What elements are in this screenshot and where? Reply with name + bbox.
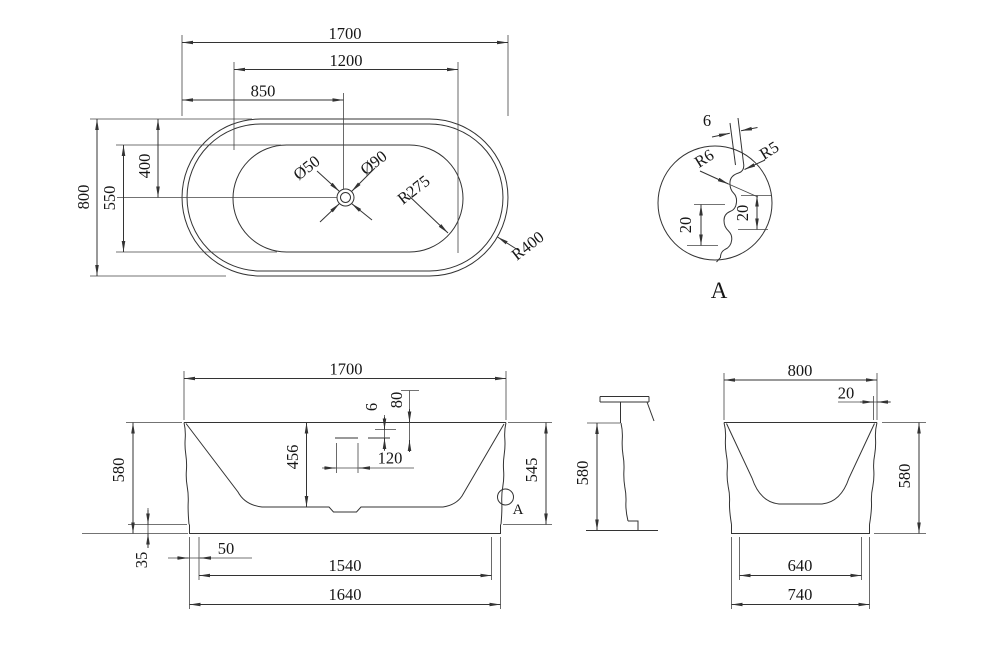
side-right-wall bbox=[869, 422, 878, 525]
svg-text:1200: 1200 bbox=[330, 51, 363, 70]
profile-rim-cap bbox=[599, 396, 650, 403]
svg-text:A: A bbox=[513, 502, 524, 518]
dim-inner-radius: R275 bbox=[394, 171, 434, 208]
side-left-wall bbox=[723, 422, 732, 525]
dim-side-height: 545 bbox=[522, 422, 548, 525]
dim-lower-length: 20 bbox=[733, 195, 771, 230]
dim-base-inner-length: 1540 bbox=[199, 556, 492, 578]
svg-text:456: 456 bbox=[283, 445, 302, 470]
svg-text:35: 35 bbox=[132, 552, 151, 569]
svg-text:800: 800 bbox=[788, 361, 813, 380]
dim-inner-edge-radius: R6 bbox=[691, 145, 759, 198]
svg-text:580: 580 bbox=[109, 458, 128, 483]
dim-slot-width: 6 bbox=[362, 403, 387, 451]
dim-rim-edge: 20 bbox=[838, 384, 891, 404]
svg-text:640: 640 bbox=[788, 556, 813, 575]
dim-overall-length: 1700 bbox=[182, 24, 508, 45]
front-right-wall bbox=[500, 422, 507, 525]
svg-text:1640: 1640 bbox=[329, 585, 362, 604]
svg-text:20: 20 bbox=[838, 384, 855, 403]
dim-drain-offset: 850 bbox=[182, 82, 344, 102]
tub-inner-rim-outline bbox=[186, 123, 504, 272]
dim-front-overall-length: 1700 bbox=[184, 360, 506, 381]
svg-text:6: 6 bbox=[362, 403, 381, 411]
front-view: 1700 80 6 456 120 580 bbox=[82, 360, 552, 609]
dim-front-overall-height: 580 bbox=[109, 422, 135, 534]
side-profile: 580 bbox=[573, 396, 658, 531]
dim-overflow-height: 80 bbox=[387, 390, 412, 452]
svg-text:R6: R6 bbox=[691, 145, 717, 171]
side-base-outline bbox=[731, 524, 870, 534]
detail-label: A bbox=[711, 278, 728, 303]
dim-slot-length: 120 bbox=[322, 449, 414, 470]
dim-inner-width: 550 bbox=[100, 145, 126, 252]
front-left-wall bbox=[183, 422, 190, 525]
dim-side-overall-width: 800 bbox=[724, 361, 877, 382]
dim-overall-width: 800 bbox=[74, 119, 99, 276]
dim-upper-length: 20 bbox=[676, 204, 725, 246]
tub-outer-rim-outline bbox=[181, 118, 509, 277]
plan-view: Ø50 Ø90 R275 R400 1700 1200 850 bbox=[74, 24, 548, 277]
dim-base-inner-width: 640 bbox=[739, 556, 862, 578]
dim-side-height-right: 580 bbox=[895, 422, 921, 534]
svg-text:80: 80 bbox=[387, 392, 406, 409]
dim-wall-thickness: 6 bbox=[703, 111, 758, 138]
profile-wall bbox=[620, 422, 629, 522]
dim-outer-edge-radius: R5 bbox=[744, 137, 782, 170]
wall-break-line bbox=[716, 162, 745, 263]
svg-text:1700: 1700 bbox=[329, 24, 362, 43]
detail-callout-marker: A bbox=[497, 488, 524, 518]
svg-text:545: 545 bbox=[522, 458, 541, 483]
side-view: 800 20 580 640 740 bbox=[723, 361, 926, 609]
svg-text:580: 580 bbox=[895, 464, 914, 489]
front-interior-outline bbox=[185, 423, 505, 513]
svg-text:R5: R5 bbox=[756, 137, 782, 163]
svg-text:740: 740 bbox=[788, 585, 813, 604]
svg-text:6: 6 bbox=[703, 111, 711, 130]
dim-center-offset: 400 bbox=[135, 119, 160, 198]
svg-text:1700: 1700 bbox=[330, 360, 363, 379]
dim-base-wall: 50 bbox=[168, 539, 252, 560]
svg-text:120: 120 bbox=[378, 449, 403, 468]
svg-text:400: 400 bbox=[135, 154, 154, 179]
svg-text:20: 20 bbox=[676, 217, 695, 234]
dim-drain-diameter: Ø50 bbox=[290, 151, 324, 183]
dim-base-outer-length: 1640 bbox=[189, 585, 501, 607]
detail-boundary-circle bbox=[657, 145, 773, 261]
svg-text:1540: 1540 bbox=[329, 556, 362, 575]
dim-base-outer-width: 740 bbox=[731, 585, 870, 607]
dim-profile-height: 580 bbox=[573, 423, 599, 531]
svg-text:50: 50 bbox=[218, 539, 235, 558]
svg-text:20: 20 bbox=[733, 205, 752, 222]
dim-inner-depth: 456 bbox=[283, 422, 309, 507]
dim-overflow-diameter: Ø90 bbox=[357, 146, 391, 178]
dim-inner-length: 1200 bbox=[234, 51, 458, 72]
svg-text:800: 800 bbox=[74, 185, 93, 210]
svg-text:850: 850 bbox=[251, 82, 276, 101]
svg-text:580: 580 bbox=[573, 461, 592, 486]
tub-basin-outline bbox=[232, 144, 464, 253]
dim-outer-radius: R400 bbox=[508, 227, 548, 264]
dim-base-height: 35 bbox=[132, 508, 151, 568]
profile-foot bbox=[628, 520, 639, 531]
front-base-outline bbox=[189, 524, 501, 534]
side-interior-outline bbox=[726, 423, 875, 505]
svg-text:550: 550 bbox=[100, 186, 119, 211]
detail-view-a: 6 R5 R6 20 20 A bbox=[657, 111, 782, 303]
